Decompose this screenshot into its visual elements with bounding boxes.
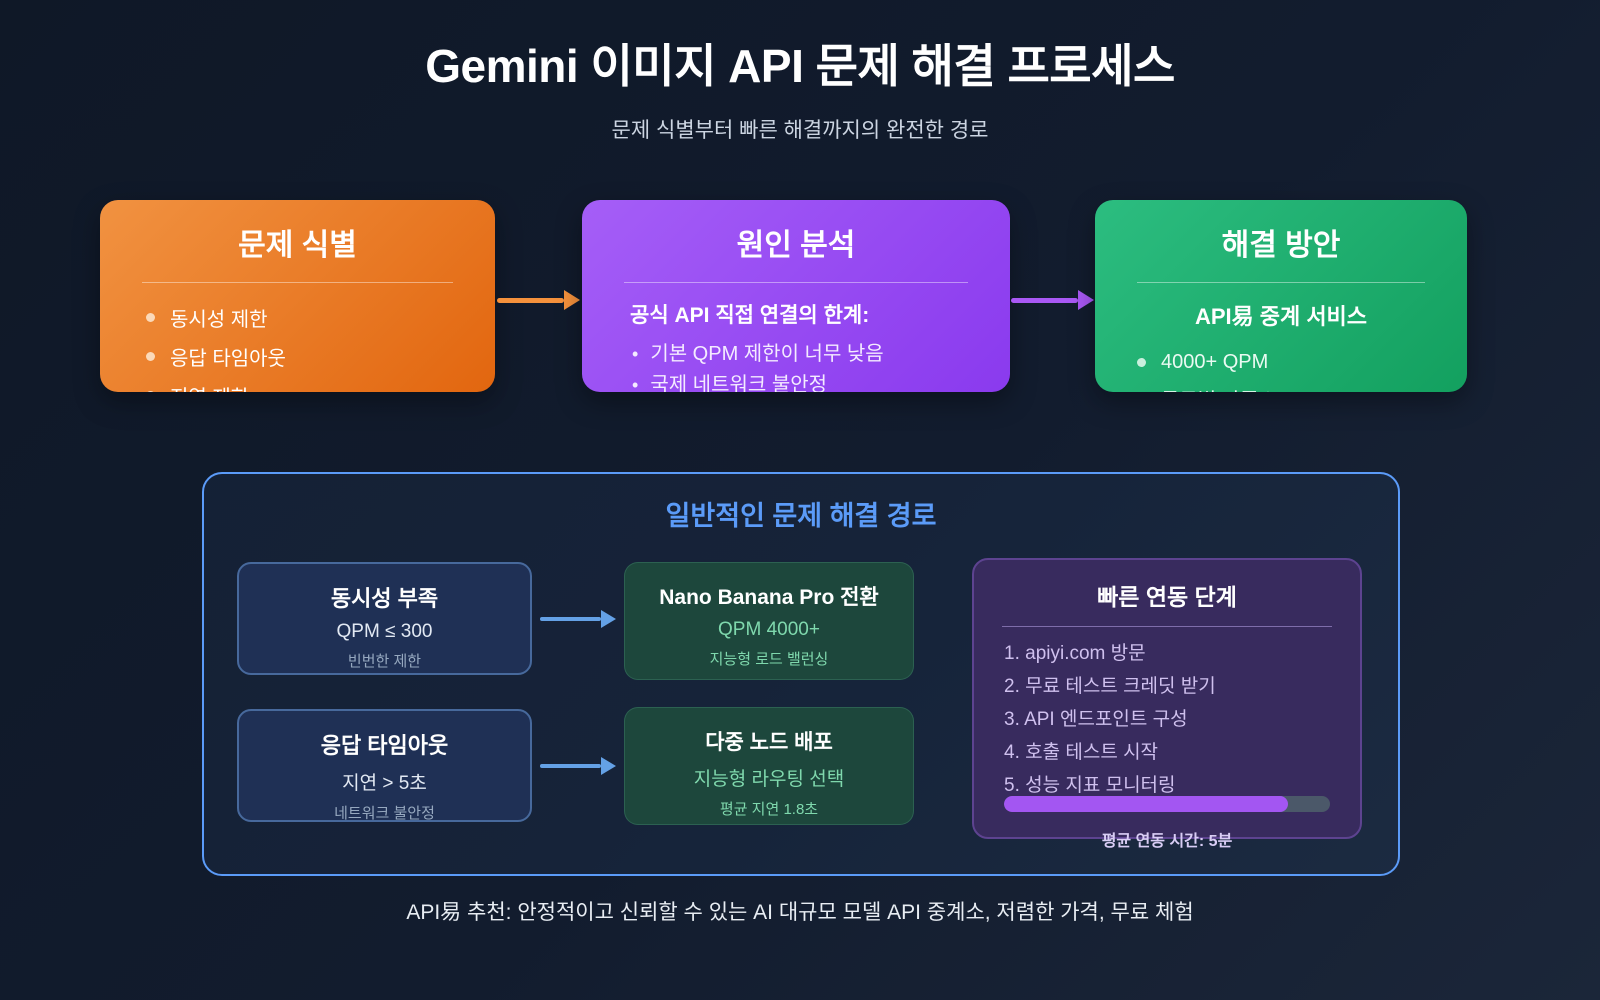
panel-title: 일반적인 문제 해결 경로 <box>665 501 937 531</box>
problem-bullet-list: 동시성 제한 응답 타임아웃 지역 제한 <box>100 298 495 392</box>
arrow-head <box>564 290 580 310</box>
progress-fill <box>1004 796 1288 812</box>
arrow-line <box>497 297 564 303</box>
mini-card-note: 지능형 로드 밸런싱 <box>709 651 829 668</box>
card-subheading: API易 중계 서비스 <box>1194 304 1368 329</box>
mini-card-title: 동시성 부족 <box>330 586 439 611</box>
mini-card-title: 다중 노드 배포 <box>705 731 833 754</box>
list-item-label: 글로벌 다중 노드 <box>1161 386 1301 392</box>
arrow-line <box>1011 297 1078 303</box>
bullet-dot-icon <box>146 391 155 392</box>
header: Gemini 이미지 API 문제 해결 프로세스 문제 식별부터 빠른 해결까… <box>0 30 1600 144</box>
mini-card-title: 응답 타임아웃 <box>320 733 449 758</box>
list-item: 지역 제한 <box>146 376 495 392</box>
arrow-head <box>1078 290 1094 310</box>
flow-arrow-right-icon <box>497 290 580 310</box>
list-item-label: 국제 네트워크 불안정 <box>650 374 828 392</box>
mini-card-detail: 지연 > 5초 <box>342 773 427 794</box>
cause-bullet-list: • 기본 QPM 제한이 너무 낮음 • 국제 네트워크 불안정 <box>582 339 1010 392</box>
quick-steps-title: 빠른 연동 단계 <box>1097 584 1237 610</box>
step-item: 2. 무료 테스트 크레딧 받기 <box>1004 676 1216 697</box>
bullet-dot-icon <box>1137 358 1146 367</box>
mini-card-note: 네트워크 불안정 <box>334 805 435 822</box>
step-item: 4. 호출 테스트 시작 <box>1004 742 1159 763</box>
process-card-problem: 문제 식별 동시성 제한 응답 타임아웃 지역 제한 <box>100 200 495 392</box>
mini-card-note: 평균 지연 1.8초 <box>719 801 819 818</box>
mini-card-note: 빈번한 제한 <box>347 653 422 670</box>
progress-caption: 평균 연동 시간: 5분 <box>1101 833 1233 850</box>
card-title: 원인 분석 <box>736 229 856 262</box>
list-item-label: 4000+ QPM <box>1161 351 1269 373</box>
process-card-solution: 해결 방안 API易 중계 서비스 4000+ QPM 글로벌 다중 노드 <box>1095 200 1467 392</box>
list-item-label: 응답 타임아웃 <box>170 348 286 370</box>
list-item: • 국제 네트워크 불안정 <box>632 370 1010 392</box>
mini-card-detail: QPM ≤ 300 <box>336 621 433 642</box>
flow-arrow-right-icon <box>1011 290 1094 310</box>
step-item: 3. API 엔드포인트 구성 <box>1004 709 1188 730</box>
card-title: 해결 방안 <box>1221 229 1341 262</box>
solution-path-panel: 일반적인 문제 해결 경로 동시성 부족 QPM ≤ 300 빈번한 제한 응답… <box>202 472 1400 876</box>
bullet-dot-icon <box>146 352 155 361</box>
step-item: 1. apiyi.com 방문 <box>1004 643 1146 664</box>
arrow-line <box>540 764 601 768</box>
divider <box>142 282 453 283</box>
problem-card-timeout: 응답 타임아웃 지연 > 5초 네트워크 불안정 <box>237 709 532 822</box>
solution-card-multi-node: 다중 노드 배포 지능형 라우팅 선택 평균 지연 1.8초 <box>624 707 914 825</box>
page-title: Gemini 이미지 API 문제 해결 프로세스 <box>425 40 1175 92</box>
list-item-label: 기본 QPM 제한이 너무 낮음 <box>650 343 884 365</box>
list-item: • 기본 QPM 제한이 너무 낮음 <box>632 339 1010 370</box>
bullet-dot-icon: • <box>632 375 639 392</box>
divider <box>1002 626 1332 627</box>
quick-steps-list: 1. apiyi.com 방문 2. 무료 테스트 크레딧 받기 3. API … <box>974 637 1360 802</box>
divider <box>624 282 968 283</box>
solution-card-nano-banana: Nano Banana Pro 전환 QPM 4000+ 지능형 로드 밸런싱 <box>624 562 914 680</box>
bullet-dot-icon: • <box>632 344 639 364</box>
flow-arrow-right-icon <box>540 757 616 775</box>
card-title: 문제 식별 <box>238 229 357 262</box>
flow-arrow-right-icon <box>540 610 616 628</box>
quick-steps-card: 빠른 연동 단계 1. apiyi.com 방문 2. 무료 테스트 크레딧 받… <box>972 558 1362 850</box>
list-item: 글로벌 다중 노드 <box>1137 382 1467 392</box>
process-card-cause: 원인 분석 공식 API 직접 연결의 한계: • 기본 QPM 제한이 너무 낮… <box>582 200 1010 392</box>
list-item: 4000+ QPM <box>1137 343 1467 382</box>
list-item-label: 동시성 제한 <box>170 309 268 331</box>
divider <box>1137 282 1425 283</box>
integration-progress-bar <box>1004 796 1330 812</box>
mini-card-detail: 지능형 라우팅 선택 <box>693 769 845 790</box>
list-item: 동시성 제한 <box>146 298 495 337</box>
step-item: 5. 성능 지표 모니터링 <box>1004 775 1176 796</box>
card-subheading: 공식 API 직접 연결의 한계: <box>630 304 870 327</box>
mini-card-title: Nano Banana Pro 전환 <box>659 586 879 609</box>
footer-recommendation: API易 추천: 안정적이고 신뢰할 수 있는 AI 대규모 모델 API 중계… <box>406 901 1194 924</box>
arrow-head <box>601 757 616 775</box>
problem-card-concurrency: 동시성 부족 QPM ≤ 300 빈번한 제한 <box>237 562 532 675</box>
list-item: 응답 타임아웃 <box>146 337 495 376</box>
arrow-head <box>601 610 616 628</box>
page-subtitle: 문제 식별부터 빠른 해결까지의 완전한 경로 <box>611 119 989 142</box>
solution-bullet-list: 4000+ QPM 글로벌 다중 노드 <box>1095 343 1467 392</box>
list-item-label: 지역 제한 <box>170 381 249 392</box>
mini-card-detail: QPM 4000+ <box>718 619 820 640</box>
arrow-line <box>540 617 601 621</box>
bullet-dot-icon <box>146 313 155 322</box>
